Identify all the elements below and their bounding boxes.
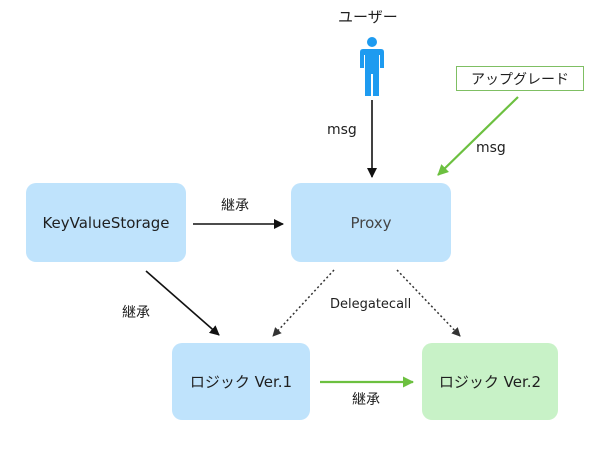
edge-kvs-to-logic-v1 [145,270,220,336]
edge-proxy-delegate-logic-v2 [396,269,461,337]
delegatecall-label: Delegatecall [330,297,412,312]
node-logic-v1: ロジック Ver.1 [172,343,310,420]
msg-label-upgrade: msg [476,140,506,156]
inherit-label-v1-v2: 継承 [352,392,380,408]
edge-upgrade-to-proxy [437,96,519,176]
msg-label-user: msg [327,122,357,138]
edge-proxy-delegate-logic-v1 [272,269,335,337]
inherit-label-kvs-proxy: 継承 [221,198,249,214]
user-label: ユーザー [338,8,398,26]
node-logic-v2: ロジック Ver.2 [422,343,558,420]
person-icon [360,37,384,96]
upgrade-label: アップグレード [456,66,584,91]
inherit-label-kvs-v1: 継承 [122,305,150,321]
node-proxy: Proxy [291,183,451,262]
node-key-value-storage: KeyValueStorage [26,183,186,262]
